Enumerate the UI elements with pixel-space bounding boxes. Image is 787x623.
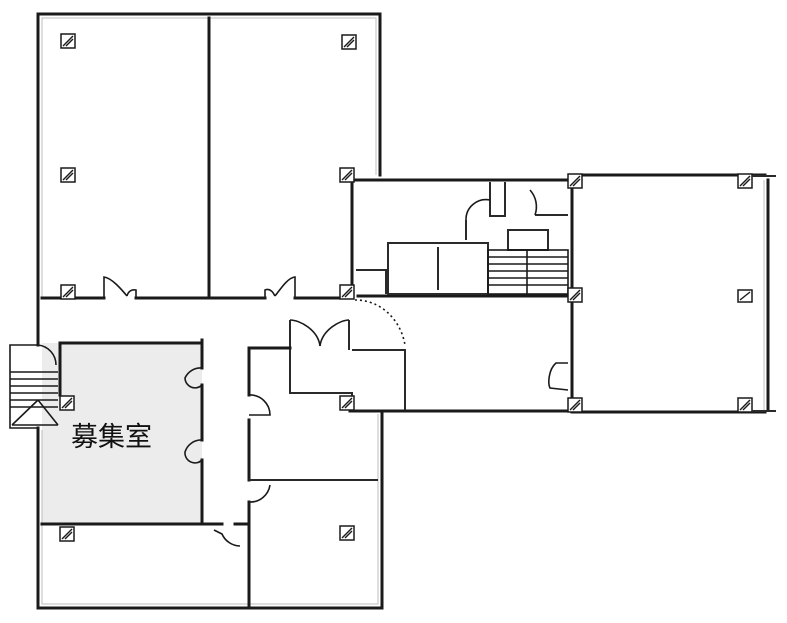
column-icon bbox=[60, 33, 76, 49]
column-icon bbox=[341, 34, 357, 50]
column-icon bbox=[339, 167, 355, 183]
core-stairs bbox=[487, 249, 569, 295]
vacant-room-fill bbox=[42, 343, 202, 523]
lobby-walls bbox=[289, 299, 569, 410]
column-icon bbox=[737, 289, 753, 303]
east-edge-marks bbox=[752, 175, 776, 412]
vacant-room-doors bbox=[184, 367, 241, 547]
column-icon bbox=[737, 397, 753, 413]
column-icon bbox=[59, 526, 75, 542]
column-icon bbox=[567, 397, 583, 413]
column-icon bbox=[59, 395, 75, 411]
column-icon bbox=[339, 395, 355, 411]
corridor-doors bbox=[103, 276, 296, 298]
column-icon bbox=[60, 167, 76, 183]
center-rooms bbox=[247, 346, 378, 608]
column-icon bbox=[339, 525, 355, 541]
column-icon bbox=[737, 173, 753, 189]
corridor-walls bbox=[40, 294, 574, 300]
column-icon bbox=[60, 284, 76, 300]
west-corridor bbox=[40, 338, 251, 526]
vacant-room-label: 募集室 bbox=[71, 422, 152, 453]
column-icon bbox=[339, 284, 355, 300]
column-icon bbox=[567, 173, 583, 189]
west-stairs bbox=[9, 344, 59, 429]
column-icon bbox=[567, 287, 583, 303]
exterior-walls bbox=[36, 12, 770, 610]
